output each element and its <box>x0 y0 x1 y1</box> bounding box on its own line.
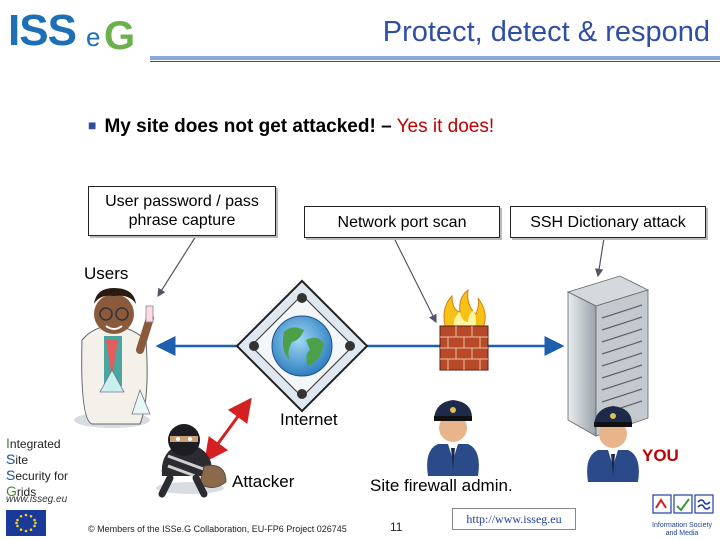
copyright-text: © Members of the ISSe.G Collaboration, E… <box>88 524 347 534</box>
isoc-line-1: Information Society <box>652 522 712 529</box>
sidebar-cap-2: S <box>6 451 16 467</box>
sidebar-rest-3: ecurity for <box>15 469 69 483</box>
ssh-pointer <box>594 237 605 278</box>
bullet-text: My site does not get attacked! – <box>104 116 392 137</box>
sidebar-rest-4: rids <box>16 485 37 499</box>
sidebar-cap-1: I <box>6 435 10 451</box>
user-scientist-icon <box>74 288 154 428</box>
title-divider <box>150 56 720 60</box>
attacker-label: Attacker <box>232 472 295 491</box>
you-label: YOU <box>642 446 679 465</box>
bullet-point: ■ My site does not get attacked! – Yes it… <box>88 116 494 138</box>
information-society-text: Information Society and Media <box>644 522 720 538</box>
port-scan-callout: Network port scan <box>304 206 500 238</box>
internet-label: Internet <box>280 410 338 429</box>
slide-title: Protect, detect & respond <box>382 16 710 48</box>
portscan-pointer <box>393 237 437 324</box>
attacker-icon <box>156 424 227 498</box>
server-icon <box>566 275 650 437</box>
logo-iss-text: ISS <box>8 6 77 55</box>
sidebar-cap-3: S <box>6 467 16 483</box>
firewall-admin-icon <box>427 400 479 476</box>
users-label: Users <box>84 264 129 283</box>
attacker-link <box>204 397 252 463</box>
page-number: 11 <box>390 520 403 534</box>
internet-globe-icon <box>235 279 369 413</box>
bullet-square-icon: ■ <box>88 117 97 133</box>
you-admin-icon <box>587 406 639 482</box>
bullet-emphasis: Yes it does! <box>391 116 495 137</box>
port-scan-label: Network port scan <box>337 213 467 231</box>
isoc-line-2: and Media <box>665 530 699 537</box>
firewall-icon <box>439 288 489 371</box>
logo-g-text: G <box>104 14 136 58</box>
password-pointer <box>157 235 197 298</box>
password-callout-line2: phrase capture <box>128 212 236 229</box>
ssh-attack-label: SSH Dictionary attack <box>530 213 686 231</box>
footer-url-link[interactable]: http://www.isseg.eu <box>452 508 576 530</box>
eu-flag-icon <box>6 510 46 536</box>
password-callout-line1: User password / pass <box>105 193 259 210</box>
sidebar-cap-4: G <box>6 483 17 499</box>
integrated-site-security-text: Integrated Site Security for Grids <box>6 436 68 500</box>
firewall-admin-label: Site firewall admin. <box>370 476 513 495</box>
sidebar-rest-2: ite <box>15 453 29 467</box>
title-divider-thin <box>150 61 720 62</box>
logo-e-text: e <box>86 22 101 52</box>
information-society-logo-icon <box>652 494 714 514</box>
website-text: www.isseg.eu <box>6 494 68 505</box>
password-capture-callout: User password / pass phrase capture <box>88 186 276 236</box>
sidebar-rest-1: ntegrated <box>9 437 61 451</box>
ssh-attack-callout: SSH Dictionary attack <box>510 206 706 238</box>
